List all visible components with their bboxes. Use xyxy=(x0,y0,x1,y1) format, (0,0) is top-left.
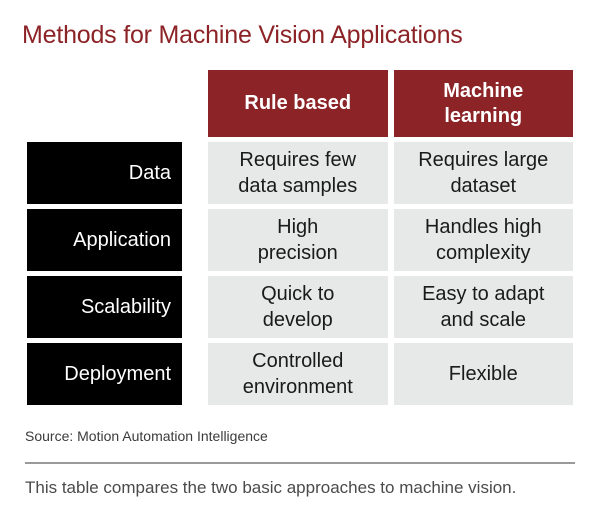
footer-divider xyxy=(25,462,575,464)
cell-application-machine-learning: Handles high complexity xyxy=(393,209,573,271)
comparison-table: Rule based Machine learning Data Require… xyxy=(27,70,573,405)
column-header-rule-based: Rule based xyxy=(208,70,388,137)
source-attribution: Source: Motion Automation Intelligence xyxy=(25,428,268,444)
table-row: Deployment Controlled environment Flexib… xyxy=(27,343,573,405)
cell-data-machine-learning: Requires large dataset xyxy=(393,142,573,204)
table-row: Data Requires few data samples Requires … xyxy=(27,142,573,204)
cell-data-rule-based: Requires few data samples xyxy=(208,142,388,204)
cell-deployment-machine-learning: Flexible xyxy=(393,343,573,405)
row-label-deployment: Deployment xyxy=(27,343,182,405)
cell-application-rule-based: High precision xyxy=(208,209,388,271)
cell-scalability-machine-learning: Easy to adapt and scale xyxy=(393,276,573,338)
cell-deployment-rule-based: Controlled environment xyxy=(208,343,388,405)
table-row: Application High precision Handles high … xyxy=(27,209,573,271)
table-header-row: Rule based Machine learning xyxy=(27,70,573,137)
table-corner-cell xyxy=(27,70,182,137)
row-label-scalability: Scalability xyxy=(27,276,182,338)
figure-caption: This table compares the two basic approa… xyxy=(25,478,517,497)
row-label-data: Data xyxy=(27,142,182,204)
cell-scalability-rule-based: Quick to develop xyxy=(208,276,388,338)
column-header-machine-learning: Machine learning xyxy=(393,70,573,137)
table-row: Scalability Quick to develop Easy to ada… xyxy=(27,276,573,338)
row-label-application: Application xyxy=(27,209,182,271)
page-title: Methods for Machine Vision Applications xyxy=(22,21,463,49)
